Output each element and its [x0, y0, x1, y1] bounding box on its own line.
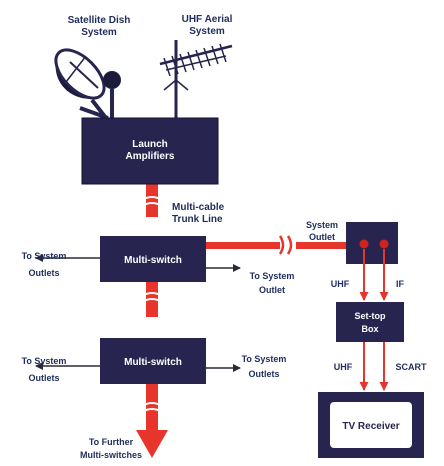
trunk-arrowhead	[136, 430, 168, 458]
multiswitch-1-right-label-line2: Outlet	[259, 285, 285, 295]
multiswitch-2-left-label-line2: Outlets	[28, 373, 59, 383]
multiswitch-2-right-label-line1: To System	[242, 354, 287, 364]
system-outlet-label-line1: System	[306, 220, 338, 230]
tv-receiver-label: TV Receiver	[342, 421, 399, 432]
further-label-line1: To Further	[89, 437, 134, 447]
uhf-aerial-label-line2: System	[189, 26, 225, 37]
trunk-label-line2: Trunk Line	[172, 214, 223, 225]
settop-label-line1: Set-top	[355, 311, 386, 321]
satellite-label-line2: System	[81, 27, 117, 38]
multiswitch-2-box	[100, 338, 206, 384]
trunk-label-line1: Multi-cable	[172, 202, 225, 213]
outlet-socket-uhf	[359, 239, 369, 249]
multiswitch-1-box	[100, 236, 206, 282]
multiswitch-1-right-label-line1: To System	[250, 271, 295, 281]
outlet-feed-line	[206, 235, 346, 255]
outlet-socket-if	[379, 239, 389, 249]
multiswitch-1-left-label-line1: To System	[22, 251, 67, 261]
further-label-line2: Multi-switches	[80, 450, 142, 460]
settop-out-uhf-label: UHF	[334, 362, 353, 372]
settop-box	[336, 302, 404, 342]
launch-amplifiers-label-line1: Launch	[132, 139, 168, 150]
multiswitch-2-label: Multi-switch	[124, 357, 182, 368]
multiswitch-1-label: Multi-switch	[124, 255, 182, 266]
multiswitch-2-right-label-line2: Outlets	[248, 369, 279, 379]
launch-amplifiers-label-line2: Amplifiers	[126, 151, 175, 162]
multiswitch-2-left-label-line1: To System	[22, 356, 67, 366]
satellite-dish-icon	[54, 48, 121, 120]
settop-out-scart-label: SCART	[396, 362, 428, 372]
trunk-line	[136, 183, 168, 458]
system-outlet-box	[346, 222, 398, 264]
multiswitch-1-left-label-line2: Outlets	[28, 268, 59, 278]
satellite-label-line1: Satellite Dish	[68, 15, 131, 26]
tv-receiver	[318, 392, 424, 458]
settop-label-line2: Box	[361, 324, 378, 334]
launch-amplifiers-box	[81, 117, 219, 185]
system-outlet-label-line2: Outlet	[309, 232, 335, 242]
uhf-aerial-icon	[159, 40, 233, 118]
tv-receiver-screen	[330, 402, 412, 448]
settop-in-if-label: IF	[396, 279, 405, 289]
uhf-aerial-label-line1: UHF Aerial	[182, 14, 233, 25]
settop-in-uhf-label: UHF	[331, 279, 350, 289]
